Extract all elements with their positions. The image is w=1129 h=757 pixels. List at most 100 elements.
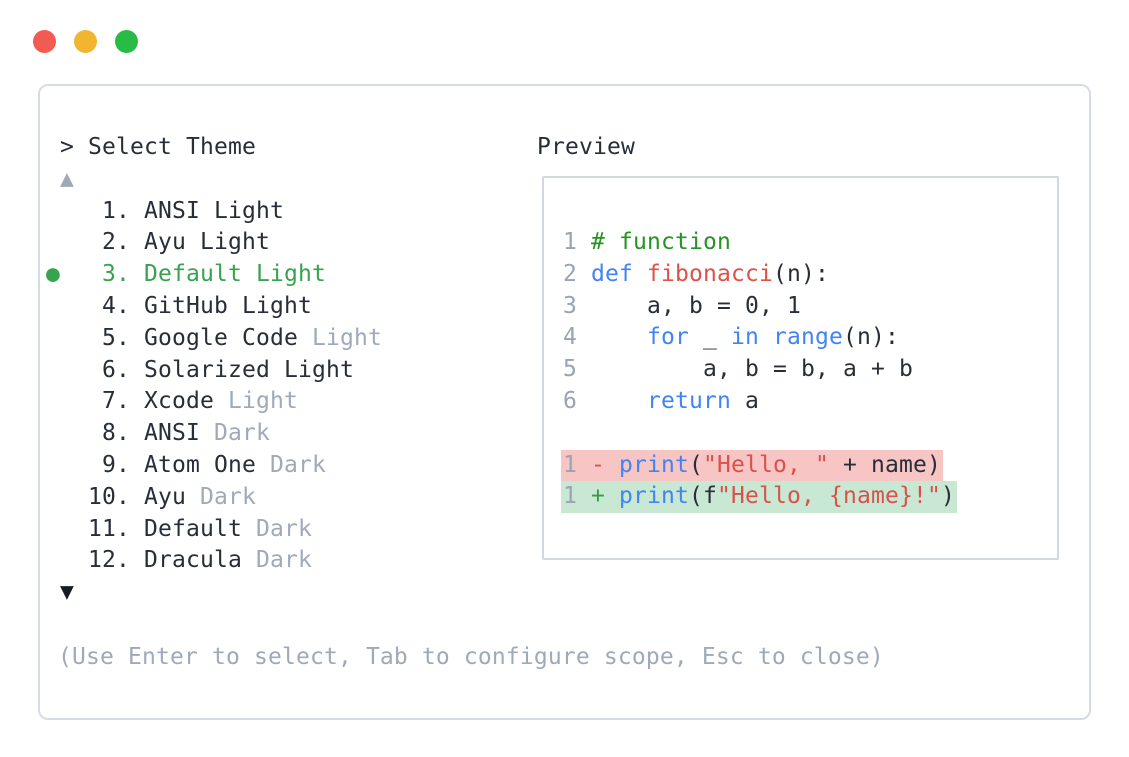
line-number: 4 [563, 324, 591, 351]
theme-item-label: Ayu [143, 483, 186, 510]
theme-picker-panel: > Select Theme ▲ 1. ANSI Light 2. Ayu Li… [38, 84, 1091, 720]
selected-indicator [46, 357, 60, 383]
theme-item-variant: Dark [255, 451, 326, 478]
selected-indicator [46, 293, 60, 319]
theme-item[interactable]: 7. Xcode Light [46, 388, 298, 414]
selected-indicator: ● [46, 261, 60, 288]
code-preview: 1 # function 2 def fibonacci(n): 3 a, b … [561, 227, 957, 514]
theme-item-label: Xcode [143, 388, 214, 415]
theme-item-number: 4. [60, 292, 144, 319]
code-token: # function [591, 229, 731, 255]
code-token: print [619, 483, 689, 510]
line-number: 1 [563, 483, 591, 510]
theme-item[interactable]: 10. Ayu Dark [46, 484, 256, 510]
code-token: range [773, 324, 843, 351]
code-token: in [731, 324, 759, 351]
theme-item[interactable]: 8. ANSI Dark [46, 420, 270, 446]
theme-item-label: GitHub Light [143, 292, 312, 319]
selected-indicator [46, 547, 60, 573]
theme-item[interactable]: 4. GitHub Light [46, 293, 312, 319]
theme-item-variant: Dark [199, 420, 270, 447]
code-token [605, 483, 619, 509]
theme-item-variant: Light [213, 388, 298, 415]
code-token: + name) [828, 451, 941, 478]
theme-item-number: 1. [60, 197, 144, 224]
theme-item-label: Default [143, 515, 242, 542]
theme-item-number: 9. [60, 451, 144, 478]
code-token: def [591, 260, 633, 287]
theme-item-number: 5. [60, 324, 144, 351]
theme-item-label: Dracula [143, 547, 242, 574]
theme-item-number: 2. [60, 229, 144, 256]
theme-item[interactable]: 12. Dracula Dark [46, 547, 312, 573]
selected-indicator [46, 198, 60, 224]
scroll-down-indicator[interactable]: ▼ [46, 579, 74, 606]
code-token: "Hello, " [703, 451, 829, 478]
selected-indicator [46, 420, 60, 446]
theme-item-label: ANSI Light [143, 197, 284, 224]
theme-item[interactable]: 9. Atom One Dark [46, 452, 326, 478]
theme-item-number: 8. [60, 420, 144, 447]
selected-indicator [46, 229, 60, 255]
theme-item-label: Atom One [143, 451, 256, 478]
theme-item-number: 11. [60, 515, 144, 542]
code-token [591, 388, 647, 414]
code-token: return [647, 387, 731, 414]
selected-indicator [46, 452, 60, 478]
theme-item[interactable]: 6. Solarized Light [46, 357, 354, 383]
minimize-button[interactable] [74, 30, 97, 53]
code-token: a, b = b, a + b [591, 356, 913, 383]
theme-item-label: ANSI [143, 420, 200, 447]
theme-item-number: 10. [60, 483, 144, 510]
footer-hint: (Use Enter to select, Tab to configure s… [58, 644, 884, 670]
theme-item[interactable]: 11. Default Dark [46, 516, 312, 542]
theme-item-variant: Light [297, 324, 382, 351]
theme-item[interactable]: 5. Google Code Light [46, 325, 382, 351]
code-token: - [591, 451, 605, 478]
theme-list: > Select Theme ▲ 1. ANSI Light 2. Ayu Li… [46, 132, 382, 609]
code-token [605, 452, 619, 478]
code-token: a, b = 0, 1 [591, 292, 801, 319]
theme-item-number: 12. [60, 547, 144, 574]
theme-item-label: Google Code [143, 324, 298, 351]
line-number: 1 [563, 229, 591, 255]
line-number: 1 [563, 451, 591, 478]
code-token: for [647, 324, 689, 351]
theme-item-variant: Dark [185, 483, 256, 510]
code-token: print [619, 451, 689, 478]
line-number: 5 [563, 356, 591, 383]
theme-item-number: 3. [60, 261, 144, 288]
line-number: 3 [563, 292, 591, 319]
selected-indicator [46, 516, 60, 542]
code-token [633, 261, 647, 287]
diff-added-line: 1 + print(f"Hello, {name}!") [561, 481, 957, 514]
code-token: (n): [843, 324, 899, 351]
diff-removed-line: 1 - print("Hello, " + name) [561, 449, 943, 482]
code-token: (f [689, 483, 717, 510]
code-token [759, 324, 773, 350]
theme-item-label: Solarized Light [143, 356, 354, 383]
close-button[interactable] [33, 30, 56, 53]
theme-item[interactable]: 1. ANSI Light [46, 198, 284, 224]
code-token: ) [940, 483, 955, 510]
theme-item-label: Default Light [143, 261, 326, 288]
selected-indicator [46, 325, 60, 351]
theme-item-number: 7. [60, 388, 144, 415]
theme-item-label: Ayu Light [143, 229, 270, 256]
code-token: "Hello, {name}!" [717, 483, 941, 510]
theme-item[interactable]: 2. Ayu Light [46, 229, 270, 255]
code-token: (n): [772, 260, 829, 287]
selected-indicator [46, 484, 60, 510]
scroll-up-indicator[interactable]: ▲ [46, 165, 74, 192]
theme-item-variant: Dark [241, 515, 312, 542]
maximize-button[interactable] [115, 30, 138, 53]
code-token: ( [689, 451, 703, 478]
theme-item[interactable]: ● 3. Default Light [46, 261, 326, 287]
code-token: a [730, 387, 759, 414]
selected-indicator [46, 388, 60, 414]
traffic-lights [33, 30, 138, 53]
code-token: _ [689, 324, 731, 351]
code-token: fibonacci [647, 260, 773, 287]
preview-box: 1 # function 2 def fibonacci(n): 3 a, b … [542, 176, 1059, 560]
picker-title: > Select Theme [46, 134, 256, 160]
